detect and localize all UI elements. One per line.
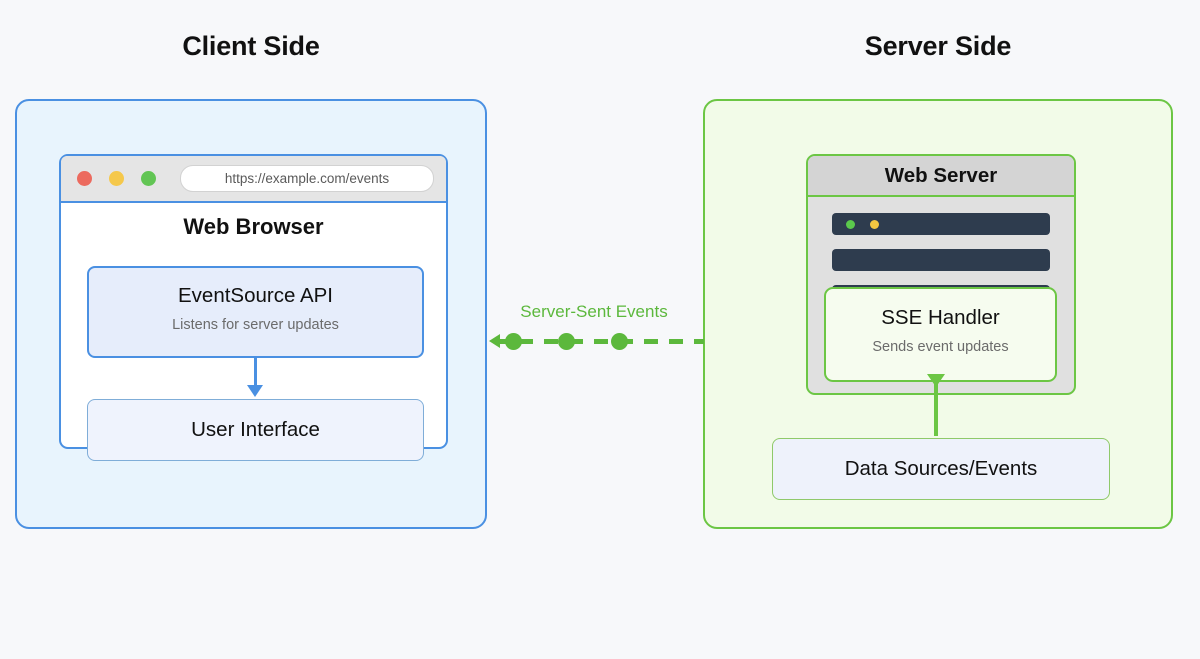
data-sources-box: Data Sources/Events xyxy=(772,438,1110,500)
sse-handler-title: SSE Handler xyxy=(881,306,1000,329)
sse-to-data-sources-connector xyxy=(934,378,938,436)
client-side-title: Client Side xyxy=(182,31,320,61)
server-side-panel: Web Server SSE Handler Sends event updat… xyxy=(703,99,1173,529)
web-server-title: Web Server xyxy=(808,156,1074,197)
sse-handler-box: SSE Handler Sends event updates xyxy=(824,287,1057,382)
server-led-yellow-icon xyxy=(870,219,879,229)
user-interface-box: User Interface xyxy=(87,399,424,461)
data-sources-title: Data Sources/Events xyxy=(844,457,1038,481)
eventsource-to-ui-arrowhead-icon xyxy=(247,385,263,397)
traffic-light-green-icon[interactable] xyxy=(141,171,156,186)
browser-chrome-bar: https://example.com/events xyxy=(61,156,446,203)
server-rack-bar-2 xyxy=(832,249,1050,271)
web-browser-label: Web Browser xyxy=(183,214,324,239)
event-packet-dot-3 xyxy=(611,333,628,350)
sse-to-data-sources-arrowhead-icon xyxy=(927,374,945,387)
browser-url-bar[interactable]: https://example.com/events xyxy=(180,165,434,192)
server-sent-events-dashed-line xyxy=(494,339,704,344)
server-sent-events-arrowhead-icon xyxy=(489,334,500,348)
event-packet-dot-2 xyxy=(558,333,575,350)
user-interface-title: User Interface xyxy=(191,418,320,442)
eventsource-api-subtitle: Listens for server updates xyxy=(172,316,339,333)
traffic-light-red-icon[interactable] xyxy=(77,171,92,186)
server-sent-events-label: Server-Sent Events xyxy=(520,302,668,321)
server-side-title: Server Side xyxy=(864,31,1012,61)
sse-handler-subtitle: Sends event updates xyxy=(872,338,1009,355)
eventsource-api-title: EventSource API xyxy=(178,284,333,307)
eventsource-api-box: EventSource API Listens for server updat… xyxy=(87,266,424,358)
web-browser-window: https://example.com/events Web Browser E… xyxy=(59,154,448,461)
server-rack-bar-1 xyxy=(832,213,1050,235)
traffic-light-yellow-icon[interactable] xyxy=(109,171,124,186)
server-led-green-icon xyxy=(846,219,855,229)
eventsource-to-ui-connector xyxy=(254,358,257,388)
client-side-panel: https://example.com/events Web Browser E… xyxy=(15,99,487,529)
event-packet-dot-1 xyxy=(505,333,522,350)
